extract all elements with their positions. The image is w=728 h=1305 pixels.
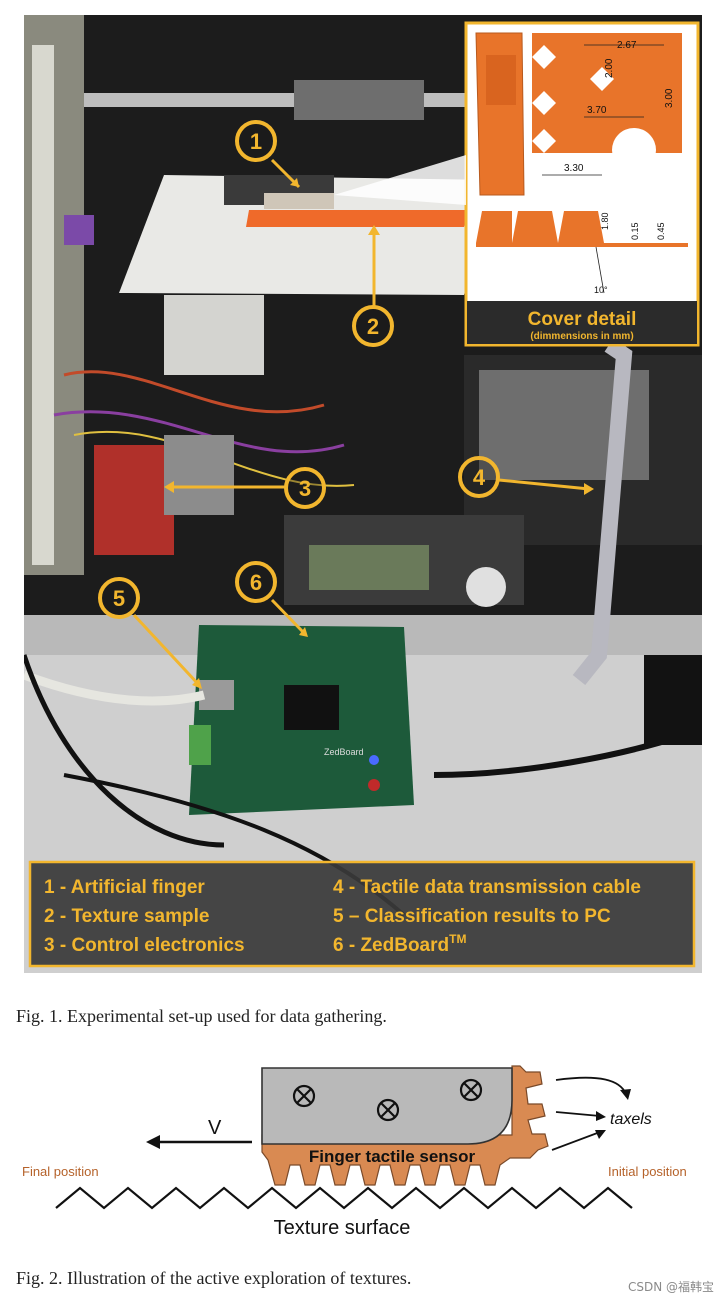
legend-item-2: 2 - Texture sample [44, 906, 209, 927]
legend-item-4: 4 - Tactile data transmission cable [333, 877, 641, 898]
legend-item-1: 1 - Artificial finger [44, 877, 205, 898]
marker-2: 2 [352, 305, 394, 347]
figure2-caption: Fig. 2. Illustration of the active explo… [16, 1268, 412, 1288]
dim-0-15: 0.15 [630, 222, 640, 240]
dim-2-67: 2.67 [617, 40, 637, 51]
surface-label: Texture surface [274, 1217, 411, 1239]
cover-detail-inset: 2.67 2.00 3.00 3.70 3.30 1.80 0.15 0.45 … [464, 21, 700, 347]
svg-text:4: 4 [473, 465, 486, 490]
dim-angle: 10° [594, 285, 608, 295]
marker-3: 3 [284, 467, 326, 509]
inset-title: Cover detail [528, 309, 637, 330]
board-label: ZedBoard [324, 747, 364, 757]
svg-text:2: 2 [367, 314, 379, 339]
taxel-icon-2 [376, 1098, 400, 1122]
svg-text:1: 1 [250, 129, 262, 154]
legend-item-6: 6 - ZedBoardTM [333, 932, 466, 956]
taxel-icon-1 [292, 1084, 316, 1108]
velocity-label: V [208, 1117, 222, 1139]
legend-box: 1 - Artificial finger 2 - Texture sample… [28, 860, 696, 968]
dim-3-70: 3.70 [587, 105, 607, 116]
svg-text:6: 6 [250, 570, 262, 595]
legend-item-3: 3 - Control electronics [44, 935, 245, 956]
sensor-skin [261, 1065, 549, 1186]
taxels-label: taxels [610, 1111, 652, 1128]
marker-1: 1 [235, 120, 277, 162]
watermark: CSDN @福韩宝 [627, 1280, 714, 1294]
dim-1-80: 1.80 [600, 212, 610, 230]
marker-6: 6 [235, 561, 277, 603]
marker-4: 4 [458, 456, 500, 498]
svg-text:5: 5 [113, 586, 125, 611]
sensor-label: Finger tactile sensor [309, 1147, 476, 1166]
figure2-diagram: Finger tactile sensor taxels V Final pos… [0, 1040, 728, 1260]
final-position-label: Final position [22, 1164, 99, 1179]
dim-3-00: 3.00 [664, 88, 675, 108]
texture-surface-zigzag [55, 1186, 633, 1210]
taxel-icon-3 [459, 1078, 483, 1102]
figure1-caption: Fig. 1. Experimental set-up used for dat… [16, 1006, 387, 1026]
legend-tm: TM [449, 932, 466, 946]
dim-2-00: 2.00 [604, 58, 615, 78]
dim-0-45: 0.45 [656, 222, 666, 240]
marker-5: 5 [98, 577, 140, 619]
initial-position-label: Initial position [608, 1164, 687, 1179]
svg-text:3: 3 [299, 476, 311, 501]
legend-item-5: 5 – Classification results to PC [333, 906, 611, 927]
figure1-photo: ZedBoard 2.67 2.00 3.00 3.70 3.30 1.80 [24, 15, 702, 973]
dim-3-30: 3.30 [564, 163, 584, 174]
inset-subtitle: (dimmensions in mm) [530, 331, 633, 342]
finger-body [261, 1067, 513, 1145]
